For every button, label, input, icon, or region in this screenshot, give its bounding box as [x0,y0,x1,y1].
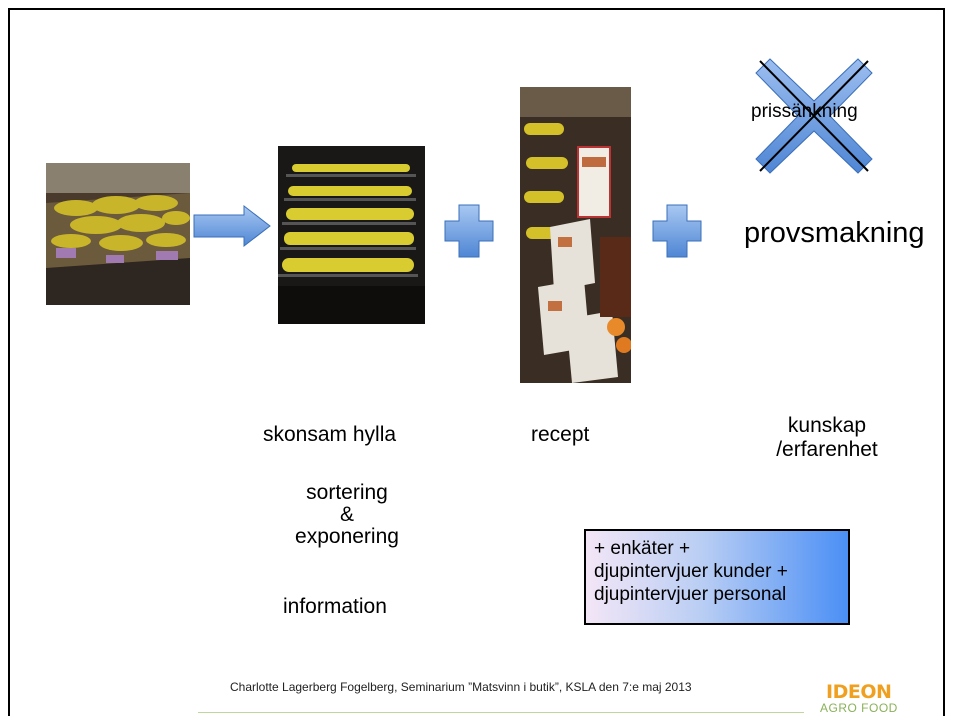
kunskap-label: kunskap /erfarenhet [772,414,882,462]
sortering-line-1: sortering [306,481,388,504]
cross-out-icon [755,58,873,174]
kunskap-line-2: /erfarenhet [776,438,878,461]
method-line-1: + enkäter + [594,538,691,559]
footer-text: Charlotte Lagerberg Fogelberg, Seminariu… [230,680,692,694]
sortering-label: sortering & exponering [282,482,412,548]
ideon-logo: IDEON [826,681,892,703]
banana-shelf-photo [278,146,425,324]
method-line-3: djupintervjuer personal [594,584,787,605]
skonsam-hylla-label: skonsam hylla [263,423,397,446]
method-line-2: djupintervjuer kunder + [594,561,788,582]
sortering-line-3: exponering [295,525,399,548]
information-label: information [283,595,387,618]
provsmakning-label: provsmakning [744,217,925,249]
recipe-stand-photo [520,87,631,383]
plus-icon [652,204,702,258]
slide-frame [8,8,945,716]
agro-food-logo: AGRO FOOD [820,701,898,715]
recept-label: recept [531,423,590,446]
banana-bin-photo [46,163,190,305]
kunskap-line-1: kunskap [787,414,867,437]
prissankning-label: prissänkning [751,101,858,122]
right-arrow-icon [193,204,271,248]
plus-icon [444,204,494,258]
sortering-line-2: & [339,503,354,526]
footer-rule [198,712,804,713]
method-box: + enkäter + djupintervjuer kunder + djup… [584,529,850,625]
